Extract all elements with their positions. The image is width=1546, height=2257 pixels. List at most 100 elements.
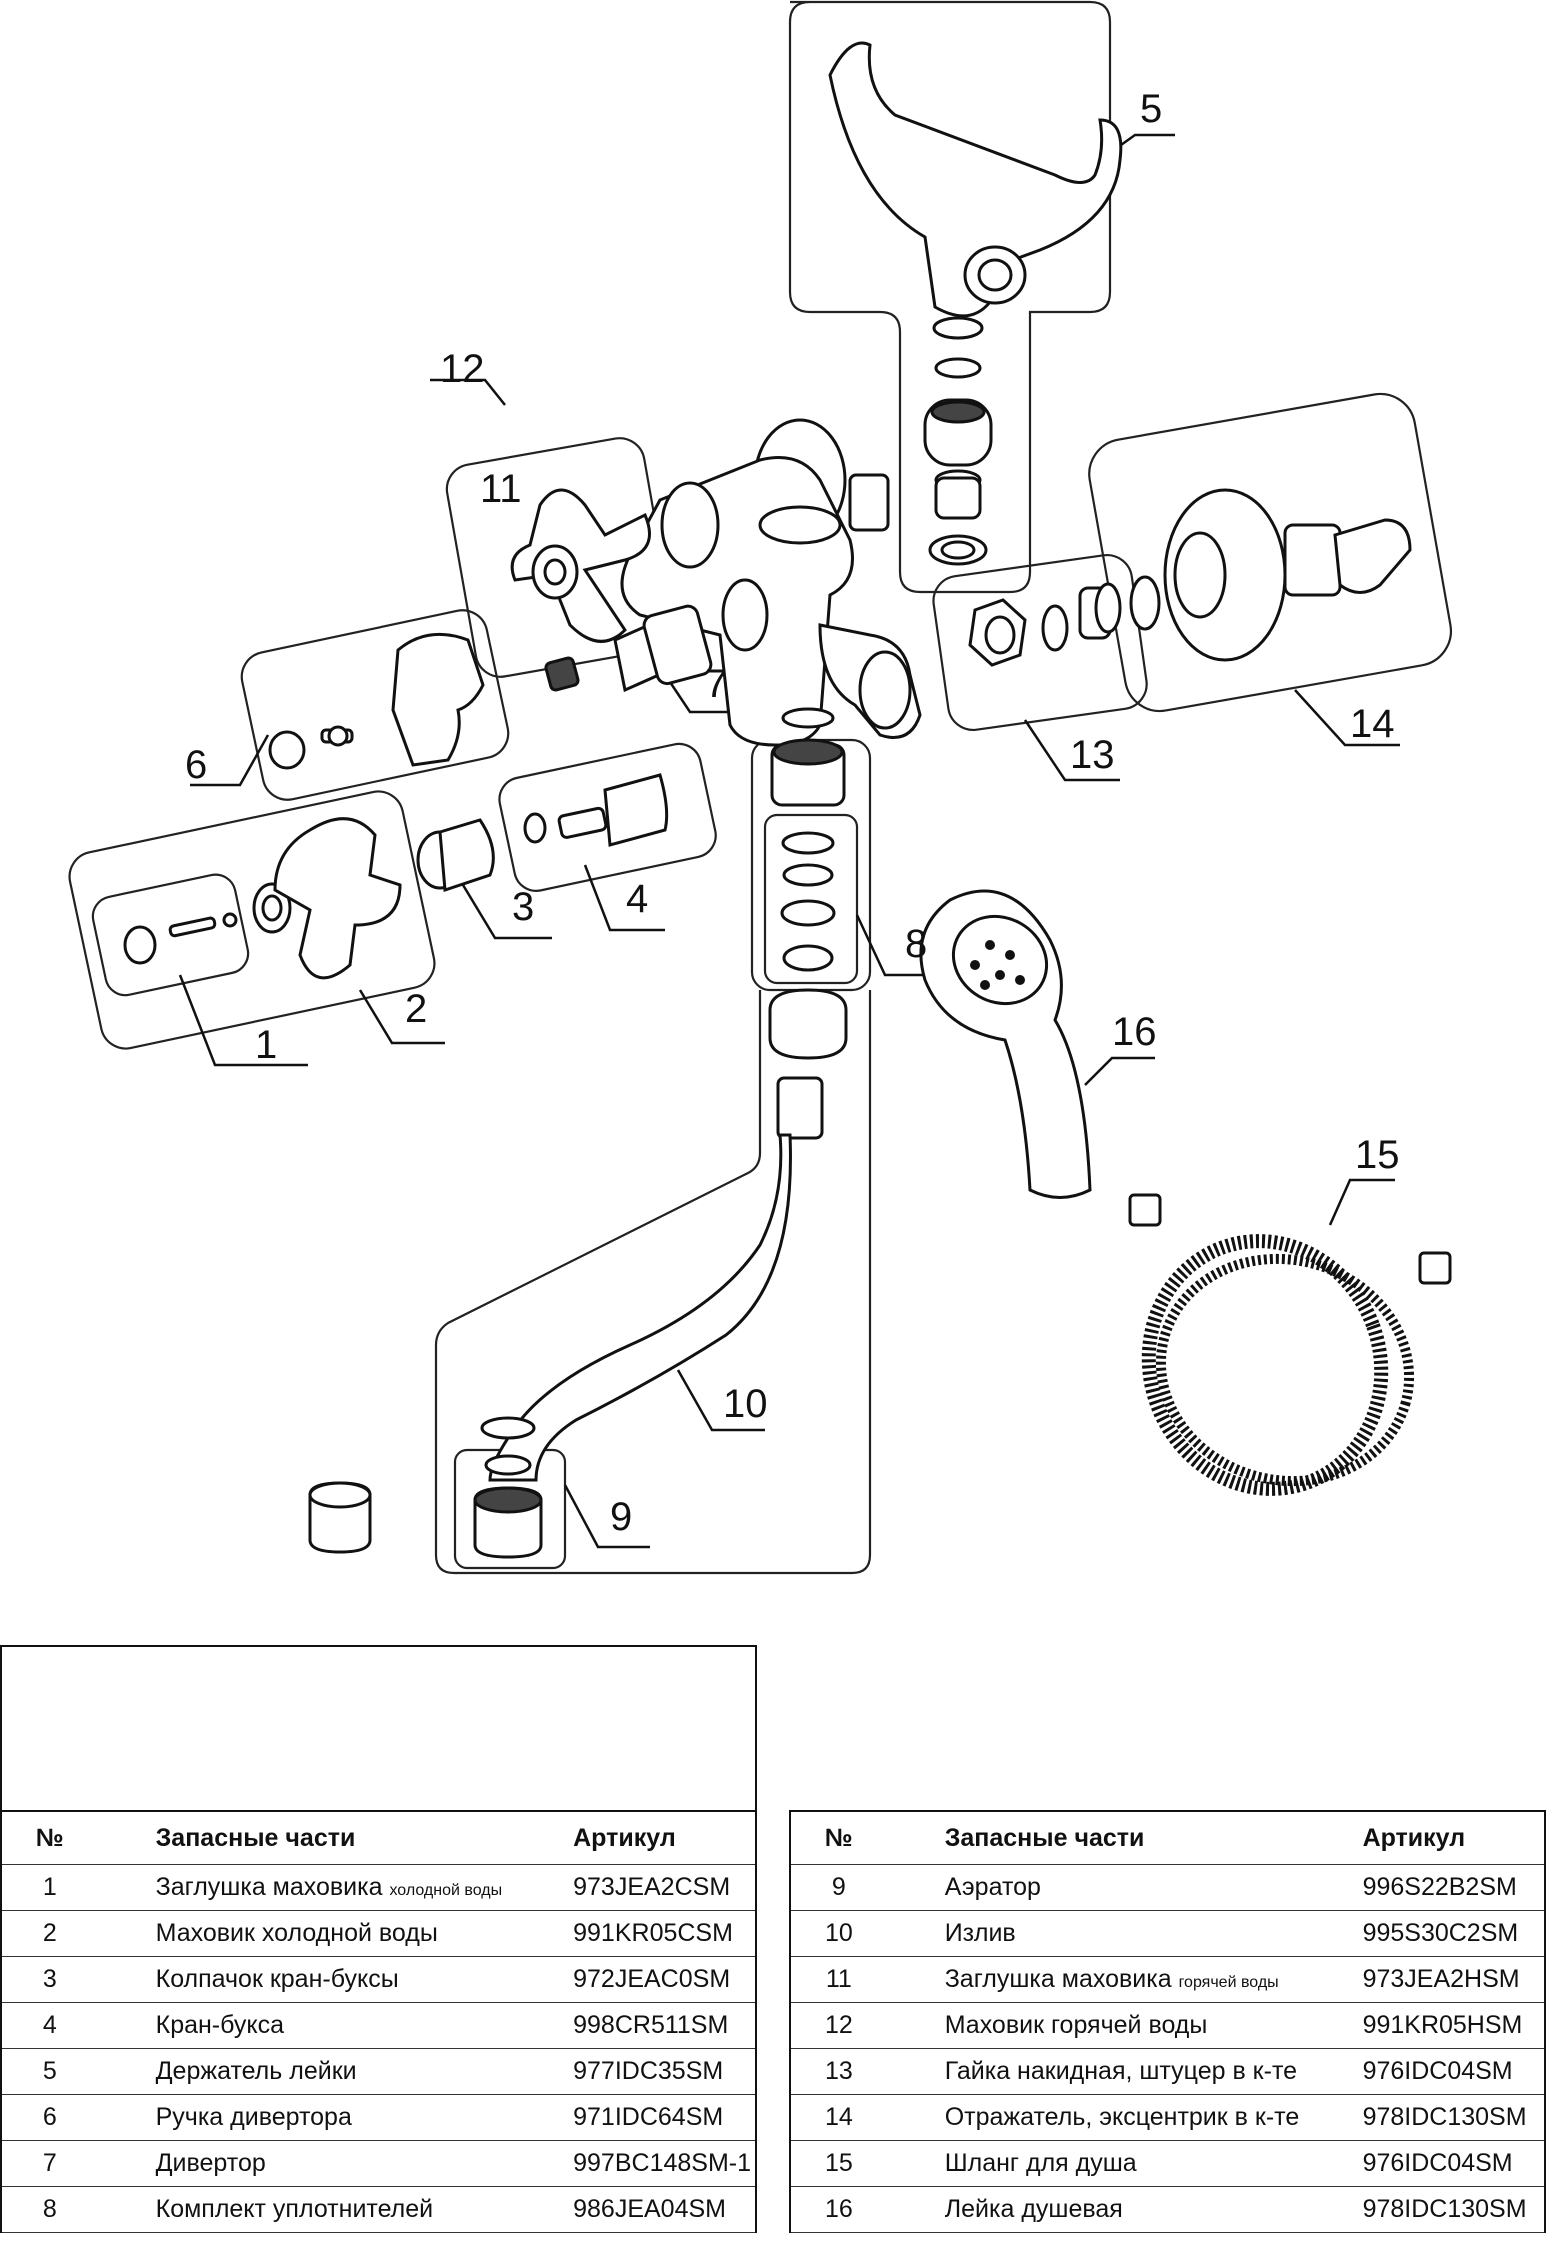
callout-8: 8 <box>905 922 927 966</box>
cell-name: Дивертор <box>97 2140 574 2187</box>
spare-ring-part <box>308 1481 372 1554</box>
callout-10: 10 <box>723 1382 768 1426</box>
cell-no: 6 <box>1 2094 98 2141</box>
cell-name: Заглушка маховика холодной воды <box>97 1864 574 1911</box>
cell-article: 978IDC130SM <box>1362 2186 1545 2233</box>
cell-article: 991KR05CSM <box>573 1910 756 1957</box>
part-name: Шланг для душа <box>944 2149 1137 2177</box>
frame-seals <box>763 813 859 985</box>
cell-no: 1 <box>1 1864 98 1911</box>
spout-seals-part <box>768 707 848 1060</box>
nut-fitting-part <box>968 575 1161 667</box>
frame-spout <box>434 990 872 1575</box>
cell-article: 997BC148SM-1 <box>573 2140 756 2187</box>
part-name-note: холодной воды <box>389 1882 503 1899</box>
cell-article: 978IDC130SM <box>1362 2094 1545 2141</box>
header-no: № <box>1 1811 98 1865</box>
cell-no: 9 <box>790 1864 887 1911</box>
header-no: № <box>790 1811 887 1865</box>
shower-holder-part <box>828 41 1123 318</box>
holder-seals-part <box>923 316 993 566</box>
cell-article: 977IDC35SM <box>573 2048 756 2095</box>
cell-article: 998CR511SM <box>573 2002 756 2049</box>
cell-no: 2 <box>1 1910 98 1957</box>
part-name: Лейка душевая <box>944 2195 1123 2223</box>
callout-2: 2 <box>405 987 427 1031</box>
cell-article: 995S30C2SM <box>1362 1910 1545 1957</box>
cell-no: 3 <box>1 1956 98 2003</box>
cell-name: Отражатель, эксцентрик в к-те <box>886 2094 1363 2141</box>
mixer-body-part <box>620 418 922 747</box>
frame-reflector <box>1088 392 1453 713</box>
leader-9 <box>563 1484 650 1549</box>
leader-6 <box>190 734 270 787</box>
callout-16: 16 <box>1112 1010 1157 1054</box>
cell-name: Аэратор <box>886 1864 1363 1911</box>
cell-name: Колпачок кран-буксы <box>97 1956 574 2003</box>
part-name: Кран-букса <box>155 2011 285 2039</box>
cell-no: 12 <box>790 2002 887 2049</box>
callout-5: 5 <box>1140 87 1162 131</box>
callout-11: 11 <box>480 467 522 511</box>
frame-diverter-handle <box>240 609 510 801</box>
diverter-part <box>544 604 713 693</box>
title-box <box>0 1645 757 1810</box>
diverter-handle-part <box>268 632 485 770</box>
frame-nut <box>932 553 1148 732</box>
part-name: Маховик холодной воды <box>155 1919 438 1947</box>
cell-article: 971IDC64SM <box>573 2094 756 2141</box>
frame-cartridge <box>498 742 717 892</box>
cell-name: Держатель лейки <box>97 2048 574 2095</box>
part-name-note: горячей воды <box>1178 1974 1279 1991</box>
part-name: Держатель лейки <box>155 2057 357 2085</box>
header-name: Запасные части <box>886 1811 1363 1865</box>
leader-15 <box>1328 1178 1395 1226</box>
callout-14: 14 <box>1350 702 1395 746</box>
cell-name: Заглушка маховика горячей воды <box>886 1956 1363 2003</box>
frame-shower-holder <box>788 0 1112 594</box>
cell-name: Шланг для душа <box>886 2140 1363 2187</box>
cell-article: 996S22B2SM <box>1362 1864 1545 1911</box>
header-name: Запасные части <box>97 1811 574 1865</box>
leader-13 <box>1023 719 1120 782</box>
cell-article: 973JEA2HSM <box>1362 1956 1545 2003</box>
callout-3: 3 <box>512 885 534 929</box>
cold-handle-part <box>123 817 402 980</box>
cell-name: Маховик горячей воды <box>886 2002 1363 2049</box>
callout-7: 7 <box>705 662 727 706</box>
header-article: Артикул <box>1362 1811 1545 1865</box>
cell-article: 991KR05HSM <box>1362 2002 1545 2049</box>
cell-name: Гайка накидная, штуцер в к-те <box>886 2048 1363 2095</box>
part-name: Излив <box>944 1919 1016 1947</box>
cell-name: Кран-букса <box>97 2002 574 2049</box>
cell-article: 976IDC04SM <box>1362 2048 1545 2095</box>
callout-15: 15 <box>1355 1133 1400 1177</box>
part-name: Заглушка маховика <box>944 1965 1172 1993</box>
frame-cold-plug <box>91 873 250 997</box>
cell-article: 973JEA2CSM <box>573 1864 756 1911</box>
callout-6: 6 <box>185 743 207 787</box>
cell-no: 8 <box>1 2186 98 2233</box>
aerator-part <box>473 1454 543 1559</box>
cell-name: Лейка душевая <box>886 2186 1363 2233</box>
reflector-eccentric-part <box>1163 488 1412 662</box>
frame-cold-handle <box>68 790 436 1050</box>
part-name: Отражатель, эксцентрик в к-те <box>944 2103 1300 2131</box>
part-name: Колпачок кран-буксы <box>155 1965 399 1993</box>
callout-4: 4 <box>626 877 648 921</box>
leader-3 <box>458 879 552 940</box>
cell-name: Комплект уплотнителей <box>97 2186 574 2233</box>
